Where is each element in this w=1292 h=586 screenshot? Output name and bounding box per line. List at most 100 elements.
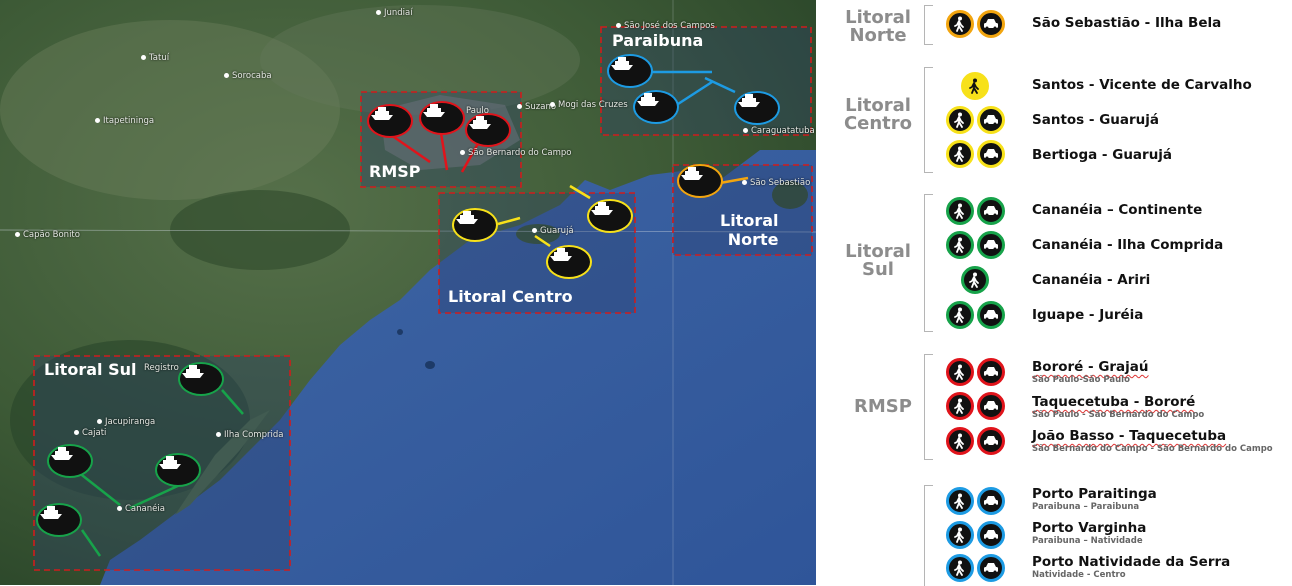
ferry-marker-rmsp-1[interactable] xyxy=(367,104,413,138)
car-icon xyxy=(977,231,1005,259)
city-mogi: Mogi das Cruzes xyxy=(550,100,628,110)
ferry-marker-litoral-sul-1[interactable] xyxy=(178,362,224,396)
ferry-marker-litoral-centro-1[interactable] xyxy=(452,208,498,242)
city-paulo: Paulo xyxy=(466,106,489,116)
city-sao-bernardo: São Bernardo do Campo xyxy=(460,148,571,158)
region-label-litoral-norte: Litoral Norte xyxy=(720,211,779,249)
legend-mode-icons xyxy=(946,231,1005,259)
city-caraguatatuba: Caraguatatuba xyxy=(743,126,815,136)
legend-bracket xyxy=(924,354,933,460)
legend-mode-icons xyxy=(946,521,1005,549)
ferry-marker-litoral-norte[interactable] xyxy=(677,164,723,198)
connector-lines xyxy=(77,70,749,557)
legend-mode-icons xyxy=(961,266,989,294)
car-icon xyxy=(977,427,1005,455)
pedestrian-icon xyxy=(946,358,974,386)
car-icon xyxy=(977,301,1005,329)
legend-route-porto-varginha: Porto Varginha Paraibuna – Natividade xyxy=(1032,520,1147,546)
ferry-icon xyxy=(469,116,491,129)
ferry-icon xyxy=(456,211,478,224)
city-jacupiranga: Jacupiranga xyxy=(97,417,155,427)
city-cajati: Cajati xyxy=(74,428,106,438)
legend-group-title-litoral-norte: Litoral Norte xyxy=(845,7,911,46)
ferry-marker-paraibuna-2[interactable] xyxy=(633,90,679,124)
ferry-marker-litoral-sul-3[interactable] xyxy=(155,453,201,487)
ferry-icon xyxy=(182,365,204,378)
pedestrian-icon xyxy=(946,197,974,225)
connector-paraibuna xyxy=(652,70,736,94)
pedestrian-icon xyxy=(946,392,974,420)
city-jundiai: Jundiaí xyxy=(376,8,413,18)
legend-group-title-litoral-centro: Litoral Centro xyxy=(843,95,913,134)
legend-route-sao-sebastiao-ilha-bela: São Sebastião - Ilha Bela xyxy=(1032,15,1222,31)
car-icon xyxy=(977,106,1005,134)
legend-bracket xyxy=(924,194,933,332)
city-cananeia: Cananéia xyxy=(117,504,165,514)
legend-mode-icons xyxy=(946,197,1005,225)
city-sao-sebastiao: São Sebastião xyxy=(742,178,810,188)
legend-group-title-rmsp: RMSP xyxy=(854,396,912,417)
satellite-map[interactable]: Jundiaí Tatuí Sorocaba Itapetininga Capã… xyxy=(0,0,816,585)
connector-litoral-centro xyxy=(497,184,591,248)
legend-mode-icons xyxy=(946,106,1005,134)
ferry-marker-paraibuna-3[interactable] xyxy=(734,91,780,125)
legend-route-taquecetuba-borore: Taquecetuba - Bororé São Paulo - São Ber… xyxy=(1032,394,1205,420)
legend-route-santos-guaruja: Santos - Guarujá xyxy=(1032,112,1160,128)
pedestrian-icon xyxy=(946,106,974,134)
legend-mode-icons xyxy=(961,72,989,100)
car-icon xyxy=(977,487,1005,515)
pedestrian-icon xyxy=(961,72,989,100)
ferry-icon xyxy=(371,107,393,120)
ferry-marker-rmsp-2[interactable] xyxy=(419,101,465,135)
legend-mode-icons xyxy=(946,358,1005,386)
city-suzano: Suzano xyxy=(517,102,556,112)
legend-route-borore-grajau: Bororé - Grajaú São Paulo-São Paulo xyxy=(1032,359,1149,385)
legend-route-joao-basso-taquecetuba: João Basso - Taquecetuba São Bernardo do… xyxy=(1032,428,1273,454)
legend-route-cananeia-ilha-comprida: Cananéia - Ilha Comprida xyxy=(1032,237,1224,253)
city-guaruja: Guarujá xyxy=(532,226,574,236)
legend-mode-icons xyxy=(946,140,1005,168)
legend-mode-icons xyxy=(946,10,1005,38)
ferry-icon xyxy=(738,94,760,107)
pedestrian-icon xyxy=(946,10,974,38)
legend-mode-icons xyxy=(946,487,1005,515)
pedestrian-icon xyxy=(946,487,974,515)
legend-route-iguape-jureia: Iguape - Juréia xyxy=(1032,307,1144,323)
ferry-marker-litoral-sul-2[interactable] xyxy=(47,444,93,478)
pedestrian-icon xyxy=(946,301,974,329)
legend-route-bertioga-guaruja: Bertioga - Guarujá xyxy=(1032,147,1173,163)
ferry-marker-litoral-centro-3[interactable] xyxy=(546,245,592,279)
pedestrian-icon xyxy=(961,266,989,294)
legend-mode-icons xyxy=(946,554,1005,582)
car-icon xyxy=(977,140,1005,168)
car-icon xyxy=(977,554,1005,582)
ferry-icon xyxy=(159,456,181,469)
ferry-icon xyxy=(51,447,73,460)
pedestrian-icon xyxy=(946,554,974,582)
ferry-icon xyxy=(423,104,445,117)
ferry-icon xyxy=(681,167,703,180)
ferry-icon xyxy=(611,57,633,70)
region-label-litoral-sul: Litoral Sul xyxy=(44,360,137,379)
ferry-icon xyxy=(591,202,613,215)
legend-mode-icons xyxy=(946,427,1005,455)
ferry-marker-litoral-centro-2[interactable] xyxy=(587,199,633,233)
pedestrian-icon xyxy=(946,231,974,259)
legend-bracket xyxy=(924,485,933,586)
car-icon xyxy=(977,521,1005,549)
legend-route-cananeia-ariri: Cananéia - Ariri xyxy=(1032,272,1151,288)
ferry-marker-rmsp-3[interactable] xyxy=(465,113,511,147)
legend-route-porto-paraitinga: Porto Paraitinga Paraibuna – Paraibuna xyxy=(1032,486,1157,512)
ferry-marker-litoral-sul-4[interactable] xyxy=(36,503,82,537)
legend-mode-icons xyxy=(946,301,1005,329)
connector-litoral-sul xyxy=(77,389,244,557)
pedestrian-icon xyxy=(946,521,974,549)
city-sorocaba: Sorocaba xyxy=(224,71,272,81)
car-icon xyxy=(977,197,1005,225)
car-icon xyxy=(977,358,1005,386)
ferry-marker-paraibuna-1[interactable] xyxy=(607,54,653,88)
city-ilha-comprida: Ilha Comprida xyxy=(216,430,283,440)
ferry-icon xyxy=(550,248,572,261)
legend-bracket xyxy=(924,5,933,45)
region-label-litoral-centro: Litoral Centro xyxy=(448,287,573,306)
